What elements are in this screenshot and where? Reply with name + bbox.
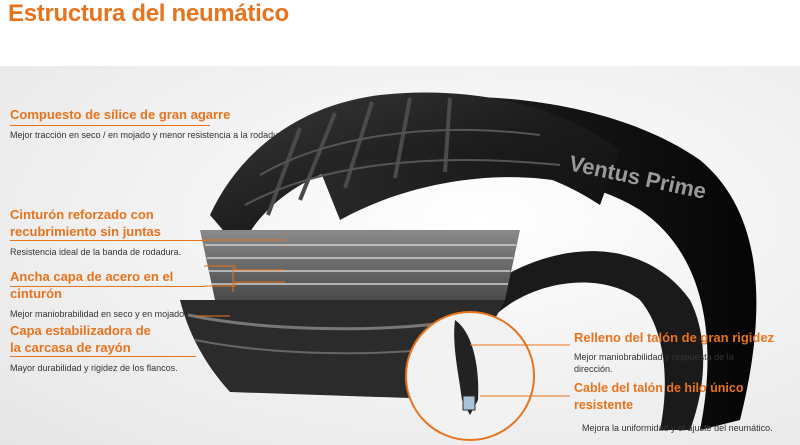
feature-heading: Ancha capa de acero en el cinturón [10, 269, 174, 301]
feature-steel-belt: Ancha capa de acero en el cinturón Mejor… [10, 268, 225, 320]
feature-heading-line1: Capa estabilizadora de [10, 323, 151, 338]
feature-heading: Cable del talón de hilo único resistente [574, 381, 744, 412]
feature-heading-line1: Cinturón reforzado con [10, 207, 154, 222]
feature-bead-wire: Cable del talón de hilo único resistente… [574, 380, 796, 434]
feature-description-line1: Mejor maniobrabilidad y respuesta de la [574, 352, 734, 362]
feature-description: Mejor maniobrabilidad en seco y en mojad… [10, 309, 187, 319]
tire-sidewall [300, 96, 757, 430]
feature-heading: Compuesto de sílice de gran agarre [10, 107, 231, 122]
feature-description: Mejor tracción en seco / en mojado y men… [10, 130, 289, 140]
feature-reinforced-belt: Cinturón reforzado con recubrimiento sin… [10, 206, 220, 258]
divider [10, 240, 205, 241]
feature-bead-filler: Relleno del talón de gran rigidez Mejor … [574, 329, 784, 375]
feature-heading: Relleno del talón de gran rigidez [574, 330, 775, 345]
feature-description-line2: dirección. [574, 364, 613, 374]
divider [10, 356, 196, 357]
feature-heading-line2: recubrimiento sin juntas [10, 224, 161, 239]
feature-description: Mejora la uniformidad y el ajuste del ne… [582, 423, 773, 433]
feature-description: Mayor durabilidad y rigidez de los flanc… [10, 363, 178, 373]
feature-rayon-carcass: Capa estabilizadora de la carcasa de ray… [10, 322, 210, 374]
page-title: Estructura del neumático [8, 0, 289, 27]
divider [10, 286, 205, 287]
feature-heading-line2: la carcasa de rayón [10, 340, 131, 355]
divider [10, 125, 210, 126]
feature-description: Resistencia ideal de la banda de rodadur… [10, 247, 182, 257]
feature-silica-compound: Compuesto de sílice de gran agarre Mejor… [10, 106, 340, 141]
